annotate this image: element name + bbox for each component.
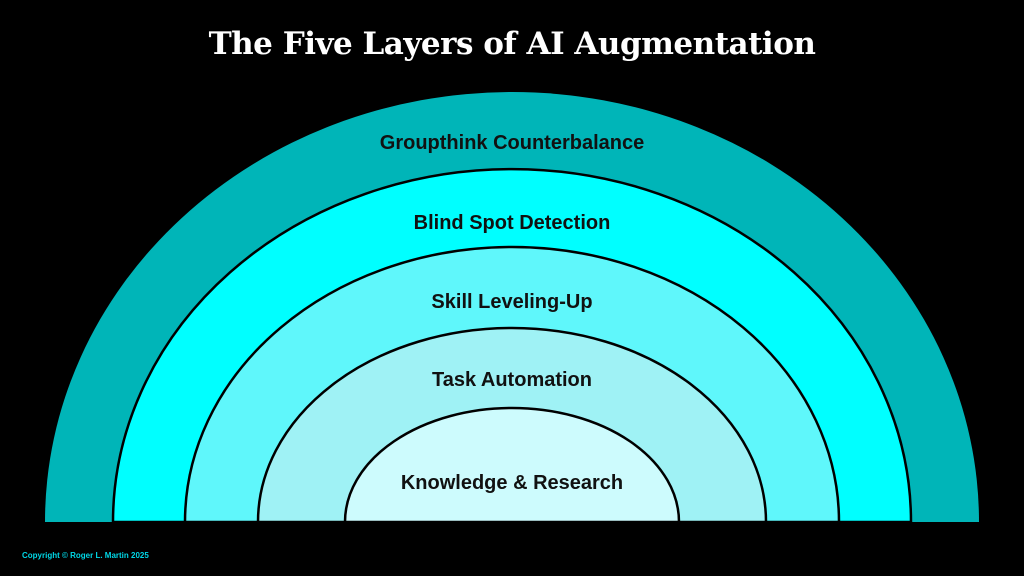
layer-label-1: Groupthink Counterbalance bbox=[380, 132, 644, 154]
slide-title: The Five Layers of AI Augmentation bbox=[208, 26, 816, 62]
layer-label-5: Knowledge & Research bbox=[401, 472, 623, 494]
layer-label-2: Blind Spot Detection bbox=[414, 212, 611, 234]
layer-label-3: Skill Leveling-Up bbox=[431, 291, 592, 313]
layer-arc-5 bbox=[343, 406, 681, 524]
copyright-notice: Copyright © Roger L. Martin 2025 bbox=[22, 551, 149, 560]
layer-label-4: Task Automation bbox=[432, 369, 592, 391]
